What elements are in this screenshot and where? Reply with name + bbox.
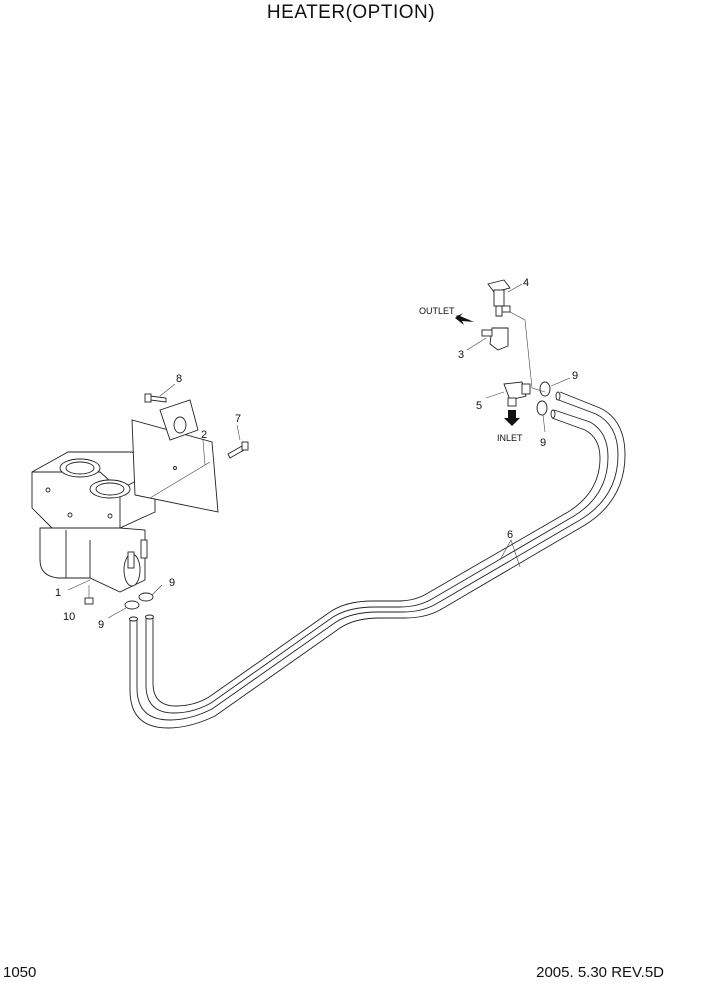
callout-10: 10 <box>63 611 75 623</box>
hose-clamps <box>107 377 571 619</box>
callout-7: 7 <box>235 413 241 425</box>
callout-4: 4 <box>523 277 529 289</box>
bolts <box>144 383 249 459</box>
callout-9-bottom-right: 9 <box>169 577 175 589</box>
callout-9-top-lower: 9 <box>540 437 546 449</box>
callout-6: 6 <box>507 529 513 541</box>
inlet-label: INLET <box>497 433 523 443</box>
callout-2: 2 <box>201 429 207 441</box>
page-number: 1050 <box>3 964 37 981</box>
callout-3: 3 <box>458 349 464 361</box>
heater-hoses <box>129 391 626 729</box>
inlet-elbow <box>485 381 531 426</box>
mounting-bracket <box>131 399 219 513</box>
callout-numbers: 1 2 3 4 5 6 7 8 9 9 9 9 10 <box>55 277 578 631</box>
heater-unit <box>31 451 156 605</box>
outlet-label: OUTLET <box>419 306 455 316</box>
page-title: HEATER(OPTION) <box>266 2 436 23</box>
valve-assembly <box>455 279 546 393</box>
callout-5: 5 <box>476 400 482 412</box>
callout-9-bottom-left: 9 <box>98 619 104 631</box>
revision-date: 2005. 5.30 REV.5D <box>536 964 664 981</box>
callout-1: 1 <box>55 587 61 599</box>
callout-8: 8 <box>176 373 182 385</box>
callout-9-top-upper: 9 <box>572 370 578 382</box>
